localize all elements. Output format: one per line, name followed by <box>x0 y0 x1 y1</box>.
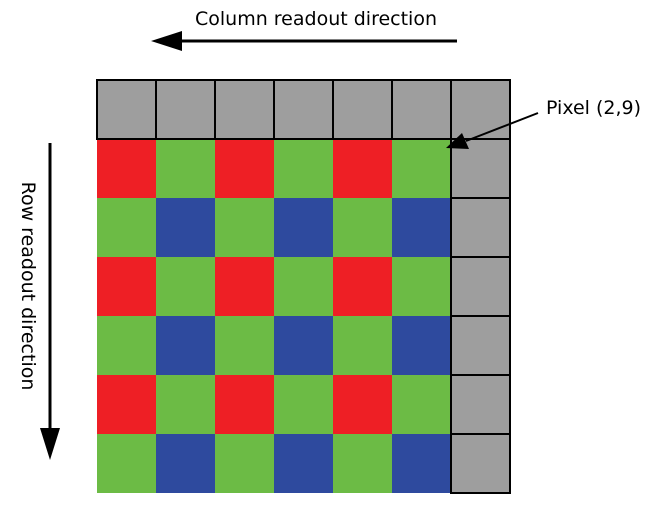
pixel-inactive <box>450 315 511 376</box>
pixel-callout-label: Pixel (2,9) <box>546 97 641 119</box>
pixel-green <box>333 198 392 257</box>
pixel-inactive <box>450 256 511 317</box>
pixel-green <box>215 198 274 257</box>
pixel-inactive <box>332 79 393 140</box>
pixel-blue <box>392 198 451 257</box>
row-readout-label: Row readout direction <box>17 182 39 391</box>
pixel-red <box>215 375 274 434</box>
pixel-green <box>392 139 451 198</box>
pixel-blue <box>156 434 215 493</box>
pixel-red <box>215 257 274 316</box>
pixel-green <box>274 375 333 434</box>
pixel-green <box>274 257 333 316</box>
pixel-blue <box>274 434 333 493</box>
pixel-inactive <box>391 79 452 140</box>
pixel-green <box>333 434 392 493</box>
pixel-callout-arrow <box>446 112 539 149</box>
pixel-blue <box>392 434 451 493</box>
pixel-red <box>97 139 156 198</box>
pixel-blue <box>274 198 333 257</box>
pixel-green <box>97 198 156 257</box>
pixel-green <box>215 316 274 375</box>
pixel-inactive <box>450 197 511 258</box>
pixel-red <box>97 257 156 316</box>
pixel-green <box>97 316 156 375</box>
pixel-green <box>215 434 274 493</box>
pixel-blue <box>156 198 215 257</box>
pixel-blue <box>392 316 451 375</box>
pixel-inactive <box>450 79 511 140</box>
pixel-inactive <box>214 79 275 140</box>
pixel-inactive <box>450 374 511 435</box>
pixel-red <box>333 257 392 316</box>
pixel-red <box>215 139 274 198</box>
pixel-inactive <box>96 79 157 140</box>
row-readout-arrow <box>40 143 60 460</box>
pixel-inactive <box>273 79 334 140</box>
pixel-green <box>156 375 215 434</box>
pixel-green <box>392 257 451 316</box>
pixel-border <box>450 433 511 494</box>
pixel-inactive <box>155 79 216 140</box>
pixel-green <box>97 434 156 493</box>
pixel-inactive <box>450 433 511 494</box>
pixel-blue <box>156 316 215 375</box>
pixel-green <box>156 139 215 198</box>
pixel-grid <box>96 79 511 494</box>
pixel-red <box>333 375 392 434</box>
pixel-red <box>333 139 392 198</box>
column-readout-label: Column readout direction <box>195 8 437 30</box>
pixel-green <box>156 257 215 316</box>
pixel-red <box>97 375 156 434</box>
pixel-green <box>274 139 333 198</box>
pixel-blue <box>274 316 333 375</box>
pixel-green <box>333 316 392 375</box>
pixel-green <box>392 375 451 434</box>
column-readout-arrow <box>151 31 457 51</box>
